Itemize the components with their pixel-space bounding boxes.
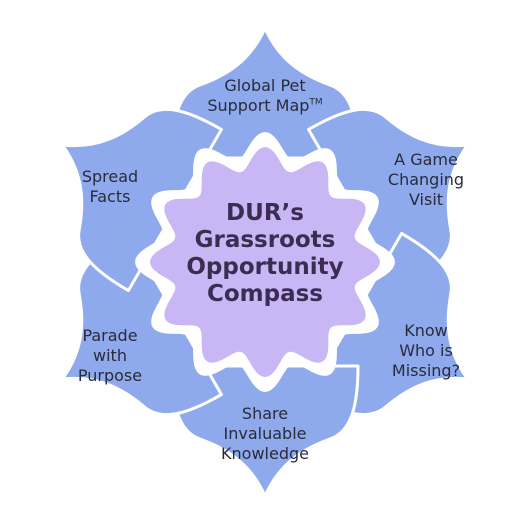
center-title: DUR’s Grassroots Opportunity Compass xyxy=(186,200,344,307)
petal-label-share-invaluable-knowledge: Share Invaluable Knowledge xyxy=(221,404,309,463)
petal-shapes xyxy=(60,26,470,498)
petal-lower-left xyxy=(60,231,223,417)
petal-bottom xyxy=(170,364,360,498)
trademark-mark: TM xyxy=(309,97,323,108)
petal-label-global-pet-support-map: Global Pet Support MapTM xyxy=(207,76,323,115)
petal-upper-left xyxy=(60,107,223,293)
petal-label-parade-with-purpose: Parade with Purpose xyxy=(77,326,143,385)
petal-label-game-changing-visit: A Game Changing Visit xyxy=(387,150,465,209)
center-star-shape xyxy=(150,147,380,377)
petal-upper-right xyxy=(307,107,470,293)
petal-label-know-who-is-missing: Know Who is Missing? xyxy=(391,321,461,380)
petal-top xyxy=(170,26,360,160)
petal-label-spread-facts: Spread Facts xyxy=(81,167,139,206)
